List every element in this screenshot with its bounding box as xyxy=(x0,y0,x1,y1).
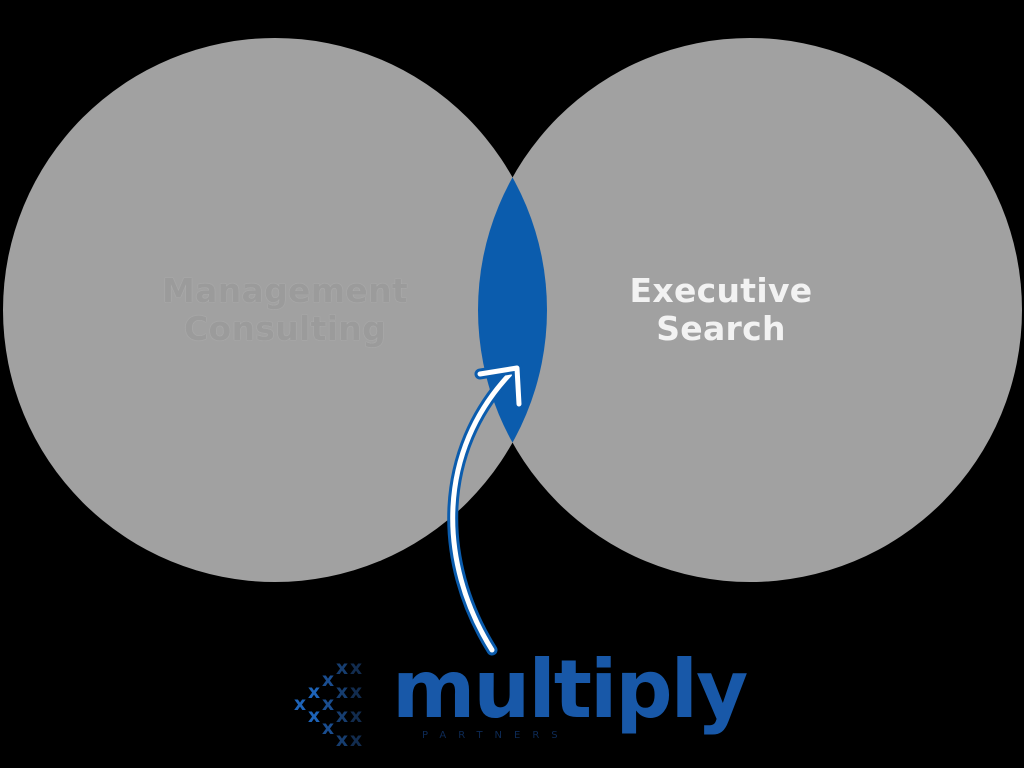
svg-text:x: x xyxy=(336,657,348,679)
svg-text:x: x xyxy=(322,717,334,739)
logo-tagline: PARTNERS xyxy=(422,730,570,741)
left-circle xyxy=(3,38,547,582)
logo-wordmark: multiply xyxy=(392,643,748,736)
svg-text:x: x xyxy=(350,681,362,703)
svg-text:x: x xyxy=(322,693,334,715)
management-consulting-label: Management Consulting xyxy=(150,272,420,348)
svg-text:x: x xyxy=(336,729,348,751)
svg-text:x: x xyxy=(350,657,362,679)
right-label-line-2: Search xyxy=(656,309,786,348)
svg-text:x: x xyxy=(350,705,362,727)
svg-text:x: x xyxy=(350,729,362,751)
svg-text:x: x xyxy=(336,681,348,703)
x-pattern-icon: x x x x x x x x x x x x x x xyxy=(294,657,362,751)
svg-text:x: x xyxy=(308,681,320,703)
svg-text:x: x xyxy=(336,705,348,727)
executive-search-label: Executive Search xyxy=(590,272,852,348)
left-label-line-1: Management xyxy=(162,271,408,310)
right-circle xyxy=(478,38,1022,582)
svg-text:x: x xyxy=(294,693,306,715)
right-label-line-1: Executive xyxy=(629,271,813,310)
curved-arrow-icon xyxy=(447,362,525,656)
svg-text:x: x xyxy=(322,669,334,691)
left-label-line-2: Consulting xyxy=(183,309,387,348)
svg-text:x: x xyxy=(308,705,320,727)
multiply-partners-logo: x x x x x x x x x x x x x x multiply PAR… xyxy=(288,645,748,752)
